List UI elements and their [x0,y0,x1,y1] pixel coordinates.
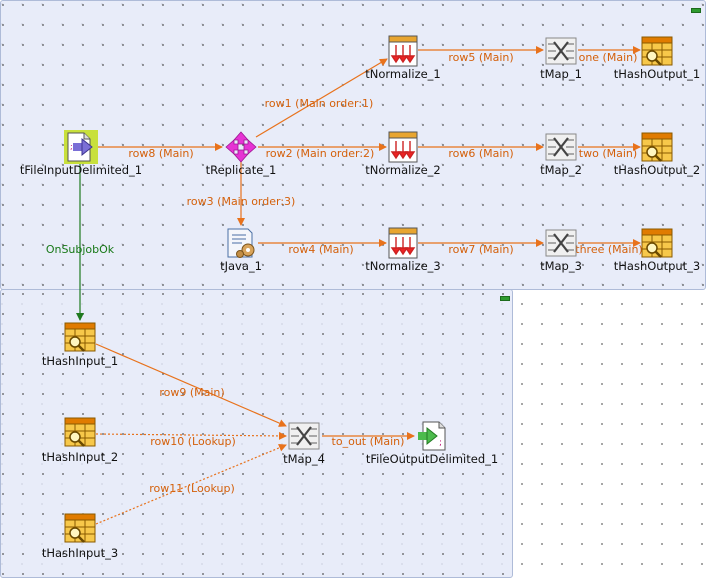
label-thashinput-3: tHashInput_3 [41,546,119,560]
hash-table-icon [64,322,96,352]
component-tmap-3[interactable] [544,226,578,260]
label-row2: row2 (Main order:2) [265,147,375,160]
subjob-2-collapse-button[interactable] [500,296,510,301]
file-output-delimited-icon: ; [418,421,446,451]
label-thashoutput-2: tHashOutput_2 [613,163,701,177]
label-on-subjob-ok: OnSubjobOk [45,243,115,256]
label-row6: row6 (Main) [448,147,514,160]
subjob-1-collapse-button[interactable] [691,8,701,13]
label-tnormalize-1: tNormalize_1 [365,67,441,81]
label-row10: row10 (Lookup) [150,435,236,448]
component-thashoutput-3[interactable] [640,226,674,260]
label-tmap-4: tMap_4 [283,452,325,466]
component-tnormalize-1[interactable] [386,34,420,68]
label-thashinput-2: tHashInput_2 [41,450,119,464]
map-icon [545,229,577,257]
component-tjava-1[interactable] [224,226,258,260]
label-tnormalize-2: tNormalize_2 [365,163,441,177]
component-thashinput-3[interactable] [63,511,97,545]
component-thashoutput-2[interactable] [640,130,674,164]
replicate-icon [225,131,257,163]
hash-table-icon [64,417,96,447]
label-two: two (Main) [578,147,638,160]
label-tfileinputdelimited-1: tFileInputDelimited_1 [19,163,143,177]
label-tfileoutputdelimited-1: tFileOutputDelimited_1 [365,452,499,466]
label-thashoutput-1: tHashOutput_1 [613,67,701,81]
component-tmap-2[interactable] [544,130,578,164]
normalize-icon [388,227,418,259]
svg-text:;: ; [70,142,73,151]
component-tnormalize-2[interactable] [386,130,420,164]
label-three: three (Main) [575,243,643,256]
label-one: one (Main) [578,51,638,64]
label-row8: row8 (Main) [128,147,194,160]
label-tnormalize-3: tNormalize_3 [365,259,441,273]
map-icon [545,37,577,65]
svg-text:;: ; [439,438,442,448]
label-thashinput-1: tHashInput_1 [41,354,119,368]
label-row11: row11 (Lookup) [149,482,235,495]
map-icon [545,133,577,161]
file-input-delimited-icon: ; [64,130,98,164]
label-tmap-1: tMap_1 [540,67,582,81]
component-tfileinputdelimited-1[interactable]: ; [64,130,98,164]
component-tnormalize-3[interactable] [386,226,420,260]
label-treplicate-1: tReplicate_1 [205,163,277,177]
map-icon [288,422,320,450]
component-tfileoutputdelimited-1[interactable]: ; [415,419,449,453]
label-row1: row1 (Main order:1) [264,97,374,110]
label-tjava-1: tJava_1 [220,259,262,273]
normalize-icon [388,35,418,67]
label-to-out: to_out (Main) [331,435,405,448]
hash-table-icon [641,228,673,258]
label-tmap-3: tMap_3 [540,259,582,273]
label-row3: row3 (Main order:3) [186,195,296,208]
subjob-1[interactable] [0,0,706,290]
component-treplicate-1[interactable] [224,130,258,164]
label-row5: row5 (Main) [448,51,514,64]
label-tmap-2: tMap_2 [540,163,582,177]
label-row9: row9 (Main) [159,386,225,399]
java-icon [227,228,255,258]
hash-table-icon [64,513,96,543]
component-thashinput-1[interactable] [63,320,97,354]
component-thashoutput-1[interactable] [640,34,674,68]
label-row7: row7 (Main) [448,243,514,256]
label-thashoutput-3: tHashOutput_3 [613,259,701,273]
component-tmap-1[interactable] [544,34,578,68]
component-thashinput-2[interactable] [63,415,97,449]
normalize-icon [388,131,418,163]
hash-table-icon [641,132,673,162]
component-tmap-4[interactable] [287,419,321,453]
label-row4: row4 (Main) [288,243,354,256]
hash-table-icon [641,36,673,66]
